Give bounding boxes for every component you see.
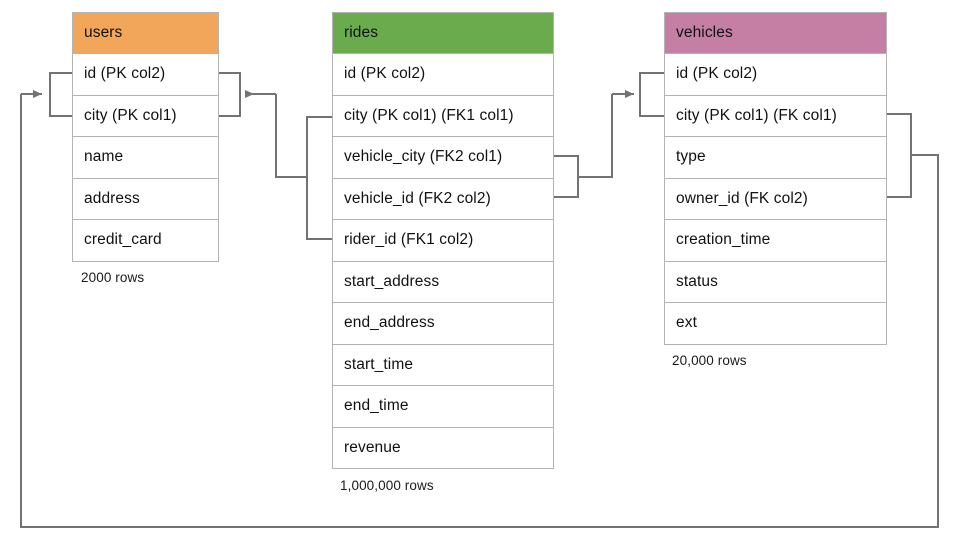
table-row[interactable]: start_address (332, 261, 554, 303)
row-count-rides: 1,000,000 rows (340, 478, 434, 493)
row-count-vehicles: 20,000 rows (672, 353, 747, 368)
table-row[interactable]: credit_card (72, 220, 219, 262)
table-row[interactable]: vehicle_id (FK2 col2) (332, 178, 554, 220)
table-row[interactable]: creation_time (664, 220, 887, 262)
table-row[interactable]: name (72, 137, 219, 179)
table-header-rides: rides (332, 12, 554, 54)
table-card-vehicles[interactable]: vehicles id (PK col2) city (PK col1) (FK… (664, 12, 887, 345)
edge-vehicles-owner-to-users (20, 90, 939, 528)
table-row[interactable]: owner_id (FK col2) (664, 178, 887, 220)
edge-rides-vehicle-to-vehicles (554, 72, 664, 198)
table-card-rides[interactable]: rides id (PK col2) city (PK col1) (FK1 c… (332, 12, 554, 469)
row-count-users: 2000 rows (81, 270, 145, 285)
table-row[interactable]: id (PK col2) (332, 54, 554, 96)
table-row[interactable]: city (PK col1) (FK col1) (664, 95, 887, 137)
table-row[interactable]: city (PK col1) (72, 95, 219, 137)
table-row[interactable]: end_address (332, 303, 554, 345)
table-row[interactable]: end_time (332, 386, 554, 428)
table-row[interactable]: status (664, 261, 887, 303)
table-row[interactable]: revenue (332, 427, 554, 469)
table-row[interactable]: address (72, 178, 219, 220)
edge-users-right-bracket (219, 72, 241, 117)
table-row[interactable]: rider_id (FK1 col2) (332, 220, 554, 262)
table-header-vehicles: vehicles (664, 12, 887, 54)
table-row[interactable]: city (PK col1) (FK1 col1) (332, 95, 554, 137)
table-row[interactable]: start_time (332, 344, 554, 386)
table-row[interactable]: id (PK col2) (664, 54, 887, 96)
table-row[interactable]: type (664, 137, 887, 179)
table-header-users: users (72, 12, 219, 54)
table-row[interactable]: vehicle_city (FK2 col1) (332, 137, 554, 179)
edge-rides-rider-to-users (245, 90, 332, 240)
table-row[interactable]: id (PK col2) (72, 54, 219, 96)
edge-users-left-bracket (49, 72, 72, 117)
table-row[interactable]: ext (664, 303, 887, 345)
table-card-users[interactable]: users id (PK col2) city (PK col1) name a… (72, 12, 219, 262)
